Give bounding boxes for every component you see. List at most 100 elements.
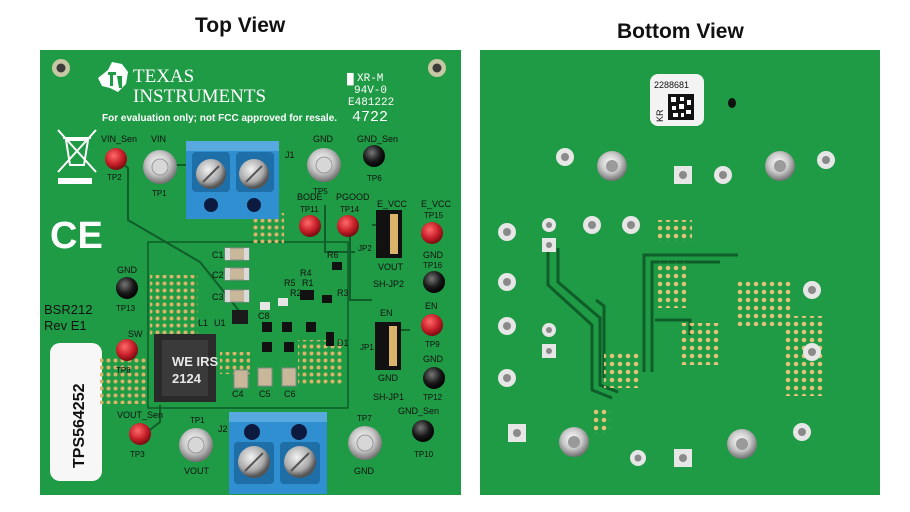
label-e-vcc-tp15: E_VCC [421,199,452,209]
label-vout-sen: VOUT_Sen [117,410,163,420]
label-tp12: TP12 [423,393,443,402]
red-test-point [421,314,443,336]
plated-hole [765,151,795,181]
label-jp2: JP2 [358,244,372,253]
square-pad [674,166,692,184]
label-gnd-bottom: GND [354,466,375,476]
small-part [326,332,334,346]
label-c8: C8 [258,311,270,321]
test-post [307,148,341,182]
bottom-view-heading: Bottom View [617,20,744,43]
test-post [348,426,382,460]
test-post [143,150,177,184]
label-c5: C5 [259,389,271,399]
small-part [332,262,342,270]
label-tp1-top: TP1 [152,189,167,198]
round-pad [542,323,556,337]
board-revision: Rev E1 [44,318,87,333]
label-vin: VIN [151,134,166,144]
label-gnd-sen-bottom: GND_Sen [398,406,439,416]
square-pad [508,424,526,442]
svg-text:█: █ [347,72,354,86]
label-bode: BODE [297,192,323,202]
label-en-tp9: EN [425,301,438,311]
brand-line-1: TEXAS [133,66,194,87]
ul-file: E481222 [348,97,394,109]
label-tp5: TP5 [313,187,328,196]
circuit-outline [147,241,349,409]
label-sw: SW [128,329,143,339]
crossed-bin-icon [57,129,97,184]
via-field [604,352,640,388]
jumper-jp2 [376,210,402,258]
label-sh-jp2: SH-JP2 [373,279,404,289]
serial-number: 2288681 [654,80,689,90]
small-part [262,322,272,332]
round-pad [498,223,516,241]
label-j2: J2 [218,424,228,434]
black-test-point [363,145,385,167]
capacitor [224,267,250,281]
capacitor [281,367,297,387]
capacitor [257,367,273,387]
ul-rating: 94V-0 [354,85,387,97]
ic-u1 [232,310,248,324]
black-test-point [116,277,138,299]
via-field [100,356,148,404]
label-r2: R2 [290,288,302,298]
ul-mark: XR-M [357,73,383,85]
bottom-traces [546,248,738,400]
black-test-point [423,367,445,389]
small-part [278,298,288,306]
via-field [658,262,686,308]
capacitor [224,289,250,303]
label-gnd-sen-top: GND_Sen [357,134,398,144]
label-d1: D1 [337,338,349,348]
label-r3: R3 [337,288,349,298]
capacitor [224,247,250,261]
small-part [260,302,270,310]
ti-logo-icon [98,62,128,92]
label-gnd-tp13: GND [117,265,138,275]
inductor-marking-1: WE IRS [172,354,219,369]
small-part [284,342,294,352]
round-pad [583,216,601,234]
label-tp3: TP3 [130,450,145,459]
red-test-point [116,339,138,361]
ul-mark-icon: █ [347,72,354,86]
via-field [594,408,610,434]
square-pad [542,344,556,358]
label-tp6: TP6 [367,174,382,183]
data-matrix-icon [668,94,694,120]
label-en-jp1: EN [380,308,393,318]
capacitor [233,369,249,389]
label-tp13: TP13 [116,304,136,313]
square-pad [674,449,692,467]
small-part [322,295,332,303]
label-pgood: PGOOD [336,192,370,202]
label-tp1-bottom: TP1 [190,416,205,425]
label-tp14: TP14 [340,205,360,214]
label-tp2: TP2 [107,173,122,182]
red-test-point [421,222,443,244]
label-c6: C6 [284,389,296,399]
label-gnd-jp1: GND [378,373,399,383]
label-tp9: TP9 [425,340,440,349]
via-field [220,352,250,374]
label-prefix: KR [655,109,665,122]
small-part [300,290,314,300]
label-u1: U1 [214,318,226,328]
label-vin-sen: VIN_Sen [101,134,137,144]
label-tp10: TP10 [414,450,434,459]
round-pad [498,369,516,387]
round-pad [556,148,574,166]
round-pad [498,273,516,291]
inductor-marking-2: 2124 [172,371,202,386]
red-test-point [129,423,151,445]
label-r6: R6 [327,250,339,260]
label-gnd-tp12: GND [423,354,444,364]
round-pad [714,166,732,184]
round-pad [817,151,835,169]
label-c2: C2 [212,270,224,280]
